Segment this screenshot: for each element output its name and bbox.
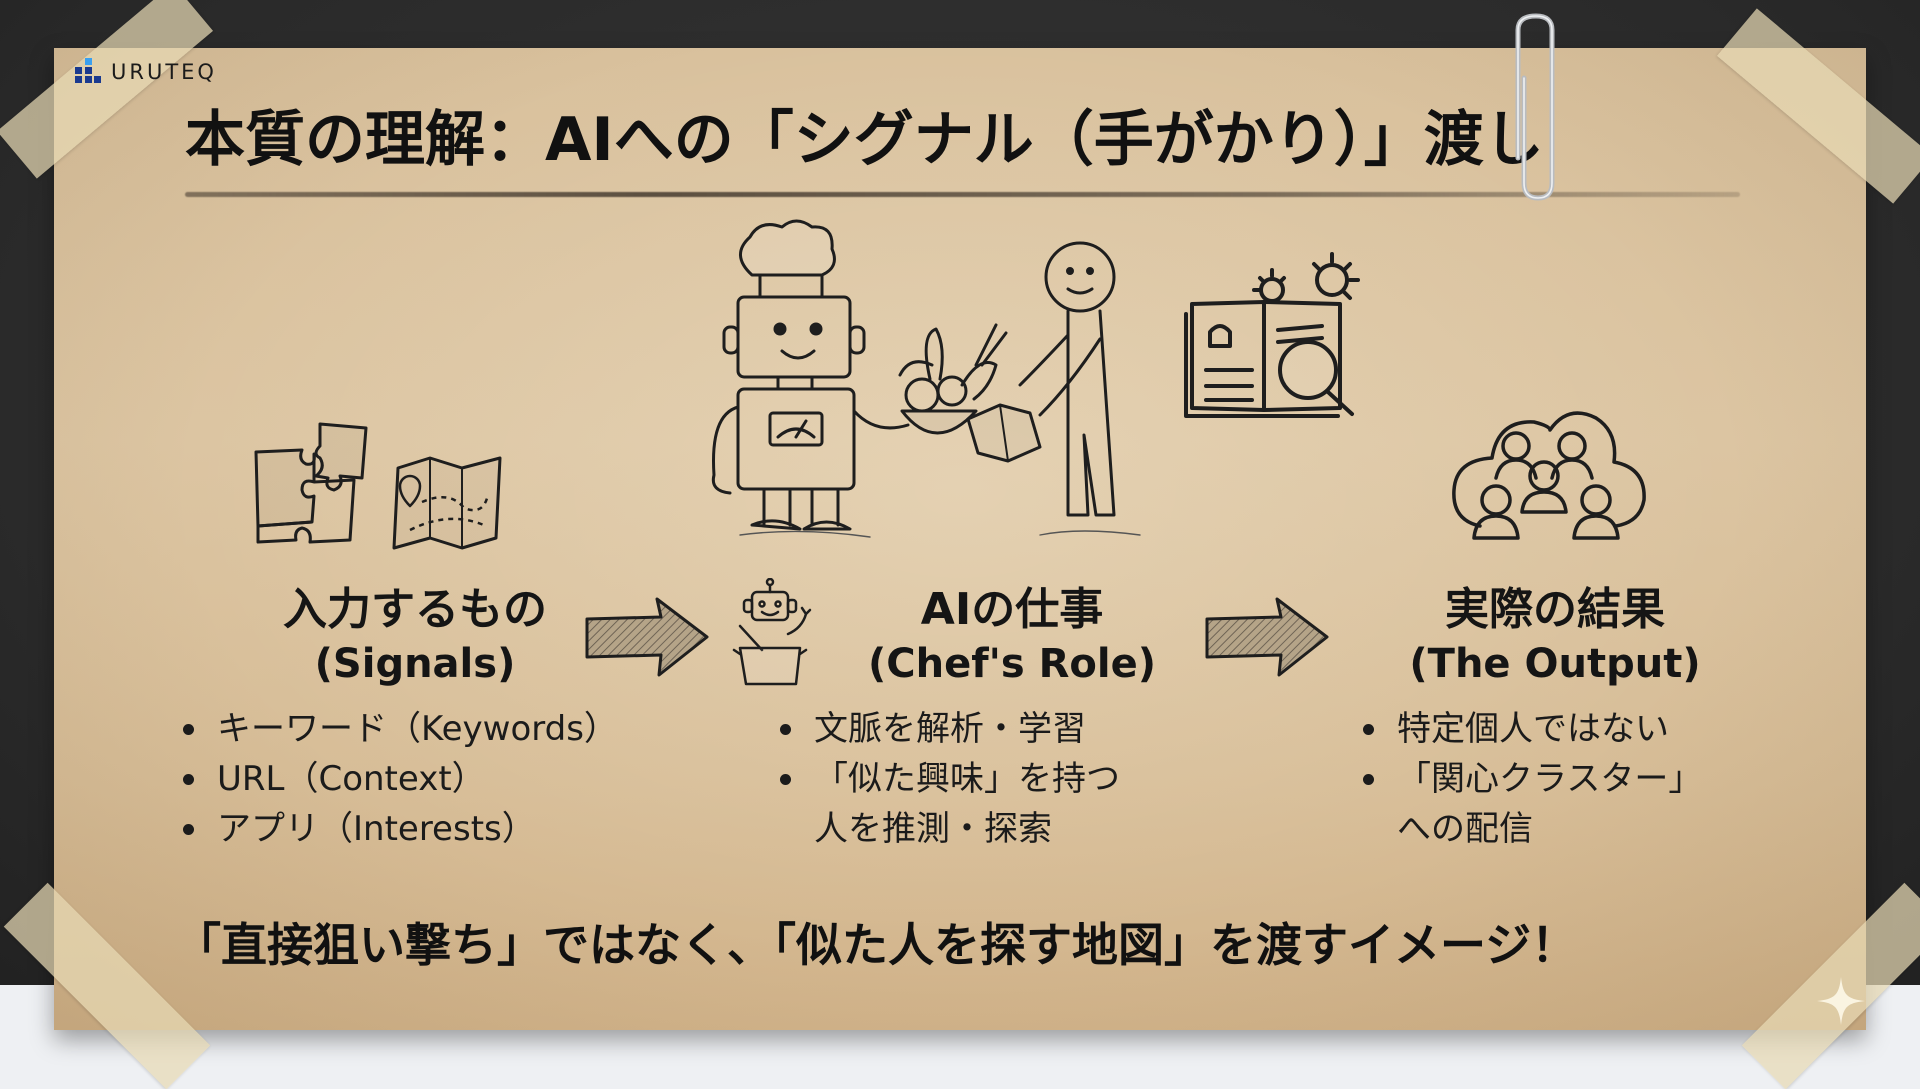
list-item: 特定個人ではない: [1355, 704, 1702, 754]
output-bullets: 特定個人ではない 「関心クラスター」 への配信: [1355, 704, 1702, 854]
list-item: 「関心クラスター」: [1355, 754, 1702, 804]
section-head: 入力するもの (Signals): [175, 582, 655, 690]
section-heading: 実際の結果: [1445, 584, 1665, 635]
robot-chef-and-person-illustration: [711, 219, 1141, 538]
section-subheading: (Chef's Role): [867, 641, 1157, 687]
cloud-icon: [1452, 411, 1646, 528]
list-item: キーワード（Keywords）: [175, 704, 618, 754]
puzzle-and-map-illustration: [254, 422, 502, 550]
ai-bullets: 文脈を解析・学習 「似た興味」を持つ 人を推測・探索: [772, 704, 1120, 854]
list-item: アプリ（Interests）: [175, 804, 618, 854]
section-subheading: (Signals): [314, 641, 516, 687]
section-heading: AIの仕事: [920, 584, 1104, 635]
arrow-right-icon: [585, 597, 709, 677]
puzzle-icon: [254, 422, 368, 544]
section-subheading: (The Output): [1409, 641, 1701, 687]
people-cloud-illustration: [1452, 411, 1646, 540]
recipe-book-illustration: [1184, 252, 1360, 418]
map-icon: [392, 456, 502, 550]
robot-chef-icon: [711, 219, 910, 531]
title-underline: [185, 192, 1740, 197]
gear-icon: [1252, 252, 1360, 303]
slide-paper: [54, 48, 1866, 1030]
people-group-icon: [1472, 431, 1620, 540]
paperclip-icon: [1515, 13, 1555, 201]
magnifier-icon: [1278, 340, 1354, 416]
sparkle-icon: [1817, 977, 1865, 1025]
map-icon: [966, 403, 1042, 463]
brand-logo: URUTEQ: [75, 58, 217, 86]
list-item: への配信: [1397, 809, 1533, 849]
section-heading: 入力するもの: [283, 584, 547, 635]
section-input: 入力するもの (Signals) キーワード（Keywords） URL（Con…: [175, 582, 655, 854]
section-ai: AIの仕事 (Chef's Role) 文脈を解析・学習 「似た興味」を持つ 人…: [772, 582, 1192, 854]
section-head: 実際の結果 (The Output): [1355, 582, 1755, 690]
section-output: 実際の結果 (The Output) 特定個人ではない 「関心クラスター」 への…: [1355, 582, 1755, 854]
vegetable-basket-icon: [898, 323, 1008, 435]
list-item: 人を推測・探索: [814, 809, 1052, 849]
brand-name: URUTEQ: [111, 60, 217, 84]
input-bullets: キーワード（Keywords） URL（Context） アプリ（Interes…: [175, 704, 618, 854]
person-icon: [1018, 241, 1116, 517]
list-item: 文脈を解析・学習: [772, 704, 1120, 754]
slide-tagline: 「直接狙い撃ち」ではなく、「似た人を探す地図」を渡すイメージ！: [175, 918, 1578, 972]
open-book-icon: [1184, 300, 1342, 418]
robot-cooking-icon: [732, 578, 812, 686]
arrow-right-icon: [1205, 597, 1329, 677]
uruteq-logo-icon: [75, 58, 101, 86]
section-head: AIの仕事 (Chef's Role): [772, 582, 1192, 690]
list-item: URL（Context）: [175, 754, 618, 804]
slide-title: 本質の理解：AIへの「シグナル（手がかり）」渡し: [185, 105, 1544, 175]
list-item: 「似た興味」を持つ: [772, 754, 1120, 804]
